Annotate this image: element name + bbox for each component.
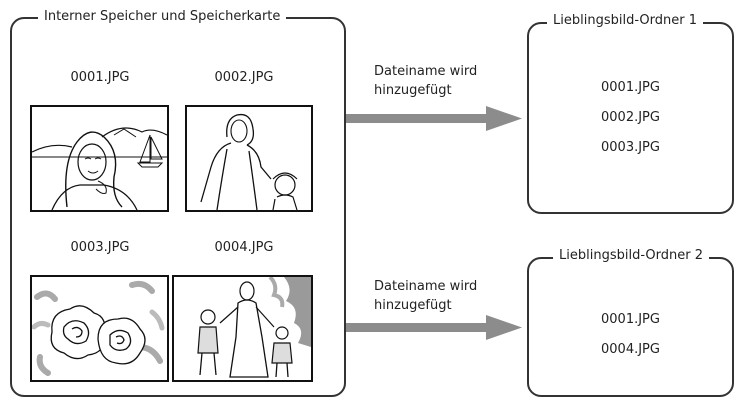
folder-1-file-1: 0001.JPG bbox=[601, 80, 660, 95]
image-filename-4: 0004.JPG bbox=[214, 240, 274, 255]
arrow-label-2: Dateiname wird hinzugefügt bbox=[374, 277, 477, 315]
folder-2-file-2: 0004.JPG bbox=[601, 342, 660, 357]
favorite-folder-2 bbox=[527, 257, 734, 397]
flowers-illustration bbox=[32, 280, 165, 376]
image-filename-2: 0002.JPG bbox=[214, 70, 274, 85]
thumbnail-woman-portrait[interactable] bbox=[30, 105, 169, 212]
favorite-folder-1-legend: Lieblingsbild-Ordner 1 bbox=[547, 13, 703, 28]
arrow-to-folder-2 bbox=[346, 315, 522, 340]
arrow-label-2-line1: Dateiname wird bbox=[374, 279, 478, 294]
arrow-label-2-line2: hinzugefügt bbox=[374, 298, 452, 313]
thumbnail-flowers[interactable] bbox=[30, 275, 169, 382]
folder-1-file-3: 0003.JPG bbox=[601, 140, 660, 155]
source-storage-legend: Interner Speicher und Speicherkarte bbox=[38, 9, 287, 24]
image-filename-1: 0001.JPG bbox=[70, 70, 130, 85]
arrow-label-1-line1: Dateiname wird bbox=[374, 64, 478, 79]
folder-1-file-2: 0002.JPG bbox=[601, 110, 660, 125]
arrow-to-folder-1 bbox=[346, 106, 522, 131]
woman-portrait-illustration bbox=[32, 127, 167, 210]
thumbnail-family-walking[interactable] bbox=[172, 275, 313, 382]
thumbnail-mother-child[interactable] bbox=[185, 105, 313, 212]
arrow-label-1-line2: hinzugefügt bbox=[374, 83, 452, 98]
arrow-label-1: Dateiname wird hinzugefügt bbox=[374, 62, 477, 100]
favorite-folder-2-legend: Lieblingsbild-Ordner 2 bbox=[553, 248, 709, 263]
image-filename-3: 0003.JPG bbox=[70, 240, 130, 255]
mother-child-illustration bbox=[200, 113, 298, 210]
folder-2-file-1: 0001.JPG bbox=[601, 312, 660, 327]
family-walking-illustration bbox=[197, 277, 311, 378]
